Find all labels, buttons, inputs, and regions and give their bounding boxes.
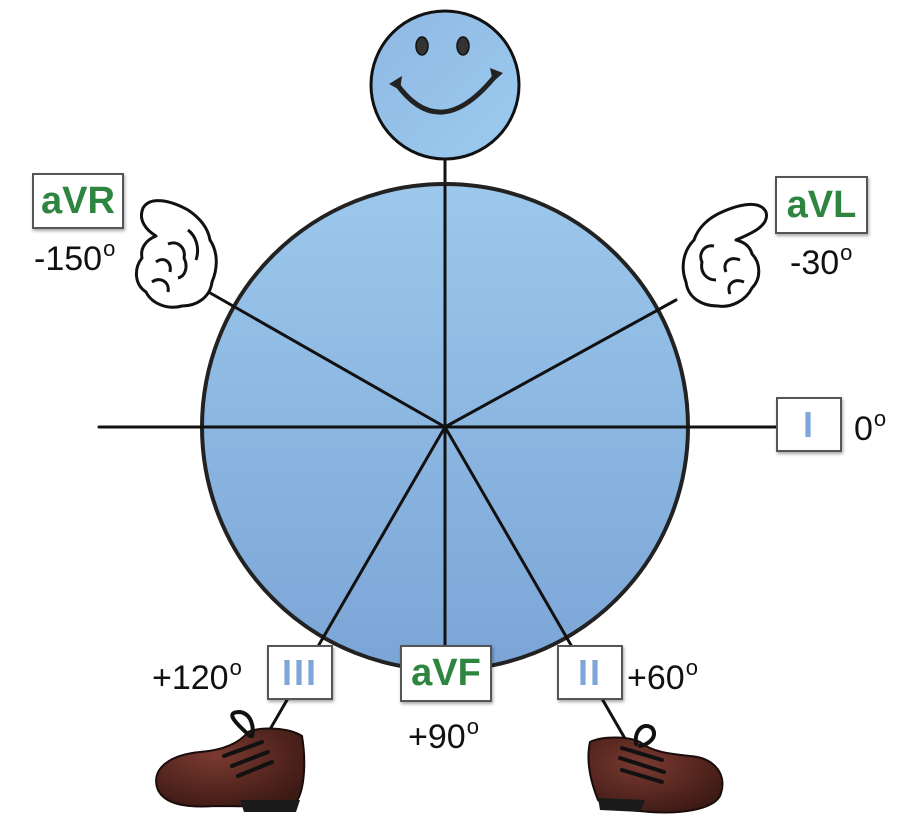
degree-symbol: o xyxy=(840,240,853,265)
lead-box-ii: II xyxy=(557,645,623,700)
lead-label-i: I xyxy=(802,403,815,445)
lead-label-ii: II xyxy=(577,651,602,693)
pointing-hand-icon xyxy=(681,203,768,308)
angle-label-avf: +90o xyxy=(408,714,479,756)
degree-symbol: o xyxy=(466,714,479,739)
smiley-face-icon xyxy=(369,9,521,161)
lead-label-avr: aVR xyxy=(41,179,115,222)
axis-avl xyxy=(443,298,678,429)
degree-symbol: o xyxy=(873,406,887,431)
pointing-hand-icon xyxy=(135,199,218,309)
angle-label-iii: +120o xyxy=(152,655,242,697)
lead-box-avl: aVL xyxy=(775,176,868,234)
lead-label-avf: aVF xyxy=(411,652,481,694)
angle-label-avr: -150o xyxy=(34,236,116,278)
lead-box-avf: aVF xyxy=(400,645,492,702)
degree-symbol: o xyxy=(685,655,698,680)
degree-symbol: o xyxy=(229,655,242,680)
lead-box-avr: aVR xyxy=(32,173,124,229)
shoe-icon xyxy=(155,709,306,812)
shoe-icon xyxy=(587,724,724,814)
lead-label-avl: aVL xyxy=(786,183,857,226)
angle-label-i: 0o xyxy=(854,406,887,448)
lead-box-i: I xyxy=(776,397,842,452)
degree-symbol: o xyxy=(103,236,116,261)
lead-label-iii: III xyxy=(281,651,318,693)
angle-label-ii: +60o xyxy=(627,655,698,697)
angle-label-avl: -30o xyxy=(790,240,853,282)
lead-box-iii: III xyxy=(267,645,333,700)
axis-avr xyxy=(203,288,447,429)
